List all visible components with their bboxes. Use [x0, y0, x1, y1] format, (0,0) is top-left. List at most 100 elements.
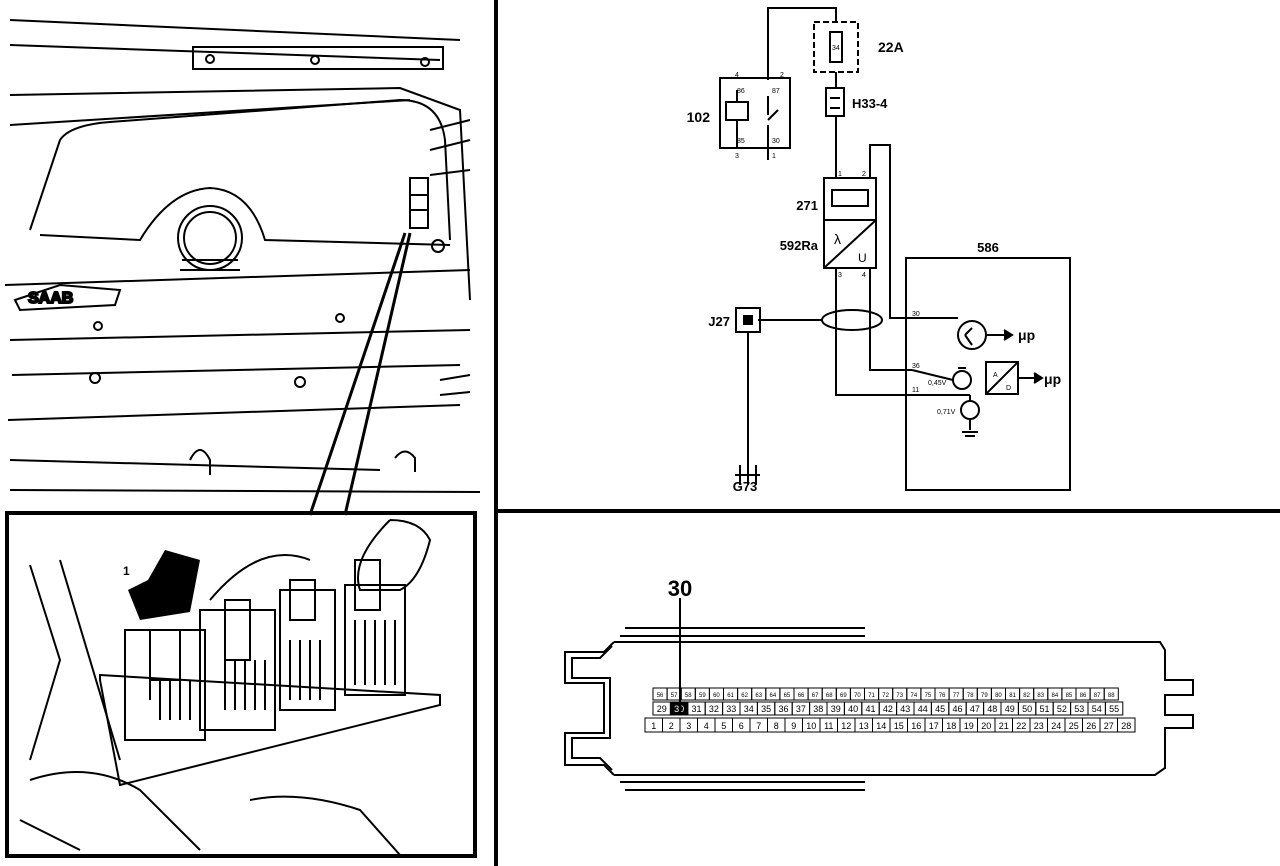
- connector-pin-number: 39: [831, 704, 841, 714]
- junction-label: J27: [708, 314, 730, 329]
- connector-pin-number: 47: [970, 704, 980, 714]
- connector-pin-number: 24: [1051, 721, 1061, 731]
- connector-pin-number: 64: [770, 693, 777, 699]
- connector-pin-cell: [1103, 687, 1119, 701]
- fuse-element: [829, 31, 843, 63]
- connector-pin-number: 84: [1052, 693, 1059, 699]
- mu-p-label-2: μp: [1044, 371, 1061, 387]
- connector-pin-number: 19: [964, 721, 974, 731]
- pin-11-label: 11: [912, 387, 919, 394]
- connector-pin-number: 18: [946, 721, 956, 731]
- connector-pin-number: 16: [911, 721, 921, 731]
- connector-pin-number: 40: [848, 704, 858, 714]
- connector-pin-cell: [1104, 701, 1124, 716]
- connector-pin-number: 57: [671, 693, 678, 699]
- mu-p-label-1: μp: [1018, 327, 1035, 343]
- svg-text:SAAB: SAAB: [28, 290, 73, 307]
- connector-pin-number: 63: [755, 693, 762, 699]
- connector-pin-number: 53: [1074, 704, 1084, 714]
- connector-pin-number: 10: [806, 721, 816, 731]
- connector-pin-number: 9: [791, 721, 796, 731]
- leader-lines: [308, 232, 412, 516]
- connector-pin-number: 23: [1034, 721, 1044, 731]
- connector-pin-number: 51: [1039, 704, 1049, 714]
- sensor-label: 592Ra: [780, 238, 819, 253]
- u-symbol: U: [858, 251, 867, 265]
- connector-pin-number: 72: [882, 693, 889, 699]
- connector-inset-frame: [5, 511, 477, 858]
- relay-pin: 1: [772, 153, 776, 160]
- connector-pin-number: 77: [953, 693, 960, 699]
- volt-071-label: 0,71V: [937, 409, 956, 416]
- connector-pin-number: 20: [981, 721, 991, 731]
- connector-pin-number: 15: [894, 721, 904, 731]
- connector-pin-number: 49: [1005, 704, 1015, 714]
- connector-pin-number: 54: [1092, 704, 1102, 714]
- connector-pin-number: 17: [929, 721, 939, 731]
- connector-pin-number: 11: [824, 721, 833, 731]
- relay-pin: 3: [735, 153, 739, 160]
- connector-pin-number: 82: [1023, 693, 1030, 699]
- connector-pin-number: 87: [1094, 693, 1101, 699]
- connector-inset-illustration: [19, 519, 441, 856]
- connector-pin-number: 38: [813, 704, 823, 714]
- connector-plug-4: [344, 559, 406, 696]
- connector-pin-number: 35: [761, 704, 771, 714]
- connector-pin-number: 88: [1108, 693, 1115, 699]
- connector-pin-number: 67: [812, 693, 819, 699]
- ad-a-label: A: [993, 372, 998, 379]
- connector-pin-number: 1: [651, 721, 656, 731]
- connector-pin-number: 32: [709, 704, 719, 714]
- connector-pin-number: 65: [784, 693, 791, 699]
- connector-pin-number: 8: [774, 721, 779, 731]
- connector-pin-number: 26: [1086, 721, 1096, 731]
- h33-connector: [825, 87, 845, 117]
- connector-pin-number: 56: [657, 693, 664, 699]
- connector-pin-number: 46: [952, 704, 962, 714]
- connector-pin-number: 45: [935, 704, 945, 714]
- volt-045-label: 0,45V: [928, 380, 947, 387]
- sensor-box: [823, 177, 877, 269]
- connector-pin-number: 73: [896, 693, 903, 699]
- connector-pin-number: 75: [925, 693, 932, 699]
- connector-pin-number: 70: [854, 693, 861, 699]
- connector-pin-number: 28: [1121, 721, 1131, 731]
- ecu-connector-outline: [564, 627, 1194, 791]
- fuse-box: [813, 21, 859, 73]
- connector-pin-cell: [1117, 717, 1136, 733]
- relay-box: [719, 77, 791, 149]
- connector-callout-label: 30: [668, 576, 692, 601]
- connector-pin-number: 5: [721, 721, 726, 731]
- connector-pin-number: 14: [876, 721, 886, 731]
- sensor-pin: 4: [862, 272, 866, 279]
- connector-pin-number: 79: [981, 693, 988, 699]
- connector-pin-number: 58: [685, 693, 692, 699]
- connector-pin-number: 61: [727, 693, 734, 699]
- relay-pin: 86: [737, 88, 745, 95]
- connector-pin-number: 55: [1109, 704, 1119, 714]
- connector-plug-2: [199, 599, 276, 731]
- connector-pin-number: 85: [1066, 693, 1073, 699]
- connector-pin-number: 59: [699, 693, 706, 699]
- connector-pin-number: 43: [900, 704, 910, 714]
- connector-pin-number: 69: [840, 693, 847, 699]
- connector-pin-number: 71: [868, 693, 875, 699]
- lambda-symbol: λ: [834, 231, 841, 247]
- relay-pin: 30: [772, 138, 780, 145]
- ecu-box: [905, 257, 1071, 491]
- connector-pin-number: 41: [865, 704, 875, 714]
- fuse-inner-label: 34: [832, 45, 840, 52]
- connector-pin-number: 4: [704, 721, 709, 731]
- connector-pin-number: 76: [939, 693, 946, 699]
- connector-pin-number: 44: [918, 704, 928, 714]
- connector-pin-number: 31: [691, 704, 701, 714]
- wiring-schematic: [719, 7, 1071, 491]
- heater-label: 271: [796, 198, 818, 213]
- h33-label: H33-4: [852, 96, 888, 111]
- connector-pin-number: 60: [713, 693, 720, 699]
- connector-pin-number: 12: [841, 721, 851, 731]
- connector-pin-number: 34: [744, 704, 754, 714]
- connector-pin-number: 36: [778, 704, 788, 714]
- connector-pin-number: 2: [669, 721, 674, 731]
